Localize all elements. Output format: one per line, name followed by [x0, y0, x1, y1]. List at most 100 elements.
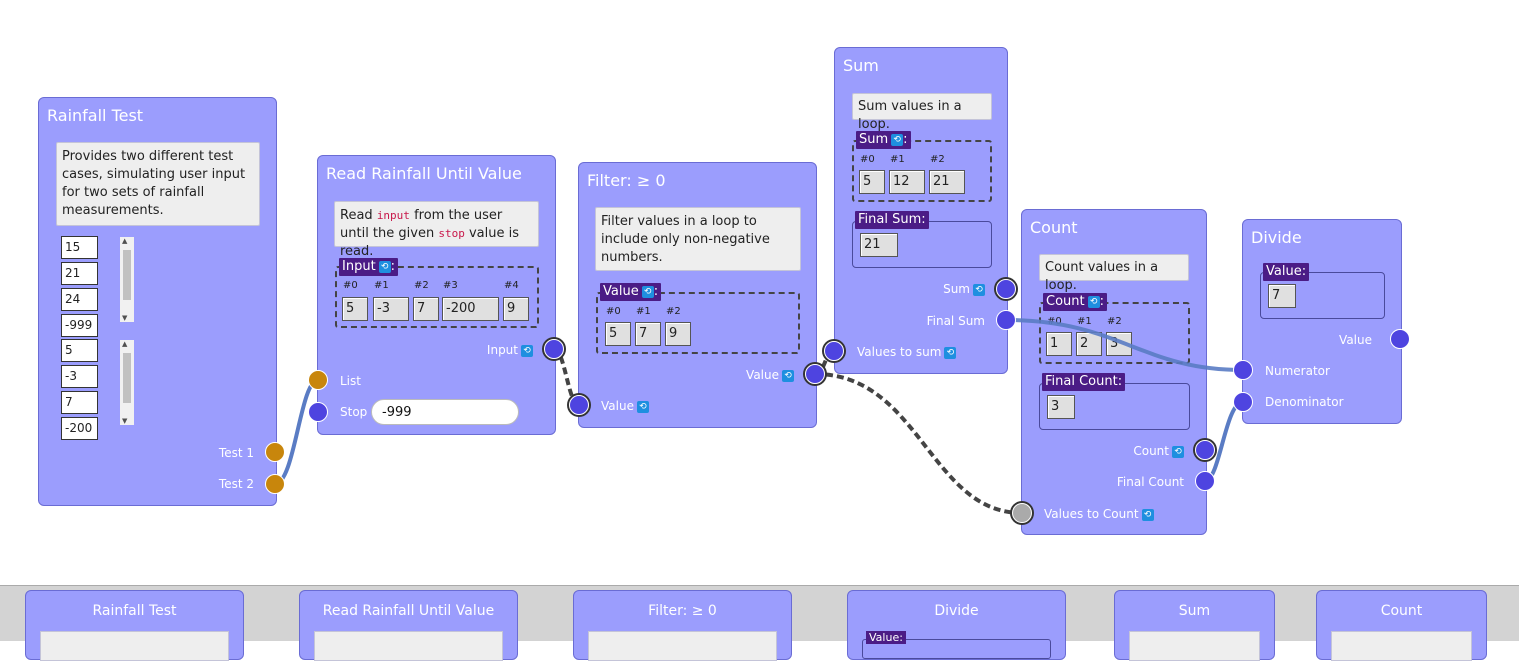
stop-value-input[interactable]	[371, 399, 519, 425]
node-read-rainfall[interactable]: Read Rainfall Until Value Read input fro…	[317, 155, 556, 435]
port-values-to-count-in[interactable]	[1012, 503, 1032, 523]
scroll-up-icon[interactable]: ▲	[122, 237, 128, 245]
port-count-out[interactable]	[1195, 440, 1215, 460]
port-label-text: Sum	[943, 282, 970, 296]
port-divide-value-out[interactable]	[1390, 329, 1410, 349]
final-count-label: Final Count:	[1042, 373, 1126, 391]
palette-rainfall-test[interactable]: Rainfall Test	[25, 590, 244, 661]
list-item[interactable]: 5	[61, 339, 98, 362]
workflow-canvas[interactable]: Rainfall Test Provides two different tes…	[0, 0, 1519, 585]
test1-list[interactable]: 15 21 24 -999	[61, 236, 137, 337]
palette-sum[interactable]: Sum	[1114, 590, 1275, 661]
port-test1[interactable]	[265, 442, 285, 462]
port-label-test2: Test 2	[218, 477, 254, 491]
loop-icon: ⟲	[1172, 446, 1184, 458]
scroll-down-icon[interactable]: ▼	[122, 314, 128, 322]
port-sum-out[interactable]	[996, 279, 1016, 299]
port-label-text: Values to Count	[1044, 507, 1139, 521]
port-test2[interactable]	[265, 474, 285, 494]
port-label-text: Values to sum	[857, 345, 942, 359]
port-stop-in[interactable]	[308, 402, 328, 422]
test2-scrollbar[interactable]: ▲ ▼	[120, 340, 134, 425]
value-cell: 5	[342, 297, 368, 321]
sum-loop-box	[852, 140, 992, 202]
node-divide[interactable]: Divide Value: 7 Value Numerator Denomina…	[1242, 219, 1402, 424]
input-var-label: Input⟲:	[339, 258, 399, 276]
port-filter-value-in[interactable]	[569, 395, 589, 415]
palette-desc	[40, 631, 229, 661]
list-item[interactable]: 7	[61, 391, 98, 414]
port-label-stop: Stop	[340, 405, 368, 419]
var-label-text: Count	[1046, 294, 1085, 309]
port-numerator-in[interactable]	[1233, 360, 1253, 380]
palette-desc	[1129, 631, 1260, 661]
list-item[interactable]: 15	[61, 236, 98, 259]
node-sum[interactable]: Sum Sum values in a loop. Sum⟲: #0 #1 #2…	[834, 47, 1008, 374]
palette-count[interactable]: Count	[1316, 590, 1487, 661]
port-label-input: Input⟲	[487, 343, 533, 357]
value-cell: 2	[1076, 332, 1102, 356]
palette-varbox	[862, 639, 1051, 659]
index-label: #2	[1107, 316, 1122, 327]
node-description: Sum values in a loop.	[852, 93, 992, 132]
node-rainfall-test[interactable]: Rainfall Test Provides two different tes…	[38, 97, 277, 506]
test2-list[interactable]: 5 -3 7 -200	[61, 339, 137, 440]
loop-icon: ⟲	[944, 347, 957, 359]
port-filter-value-out[interactable]	[805, 364, 825, 384]
node-title: Rainfall Test	[47, 106, 144, 125]
list-item[interactable]: 21	[61, 262, 98, 285]
value-var-label: Value⟲:	[600, 283, 662, 301]
palette-divide[interactable]: Divide Value:	[847, 590, 1066, 660]
index-label: #0	[343, 280, 358, 291]
palette-desc	[588, 631, 777, 661]
palette-var-label: Value:	[866, 631, 906, 644]
divide-value: 7	[1268, 284, 1296, 308]
port-list-in[interactable]	[308, 370, 328, 390]
list-item[interactable]: 24	[61, 288, 98, 311]
list-item[interactable]: -999	[61, 314, 98, 337]
port-label-value-in: Value⟲	[601, 399, 649, 413]
value-cell: 3	[1106, 332, 1132, 356]
palette-read-rainfall[interactable]: Read Rainfall Until Value	[299, 590, 518, 661]
port-label-count: Count⟲	[1133, 444, 1184, 458]
divide-value-box	[1260, 272, 1385, 319]
loop-icon: ⟲	[378, 261, 391, 273]
port-label-test1: Test 1	[218, 446, 254, 460]
port-values-to-sum-in[interactable]	[824, 341, 844, 361]
port-label-text: Count	[1133, 444, 1169, 458]
loop-icon: ⟲	[1087, 296, 1100, 308]
port-label-text: Value	[601, 399, 634, 413]
port-label-text: Input	[486, 343, 518, 357]
scroll-down-icon[interactable]: ▼	[122, 417, 128, 425]
palette-filter[interactable]: Filter: ≥ 0	[573, 590, 792, 661]
value-cell: 5	[859, 170, 885, 194]
port-label-text: Value	[746, 368, 779, 382]
port-final-sum-out[interactable]	[996, 310, 1016, 330]
scroll-thumb[interactable]	[123, 353, 131, 403]
port-label-final-count: Final Count	[1116, 475, 1184, 489]
loop-icon: ⟲	[636, 401, 649, 413]
port-label-denominator: Denominator	[1265, 395, 1344, 409]
scroll-thumb[interactable]	[123, 250, 131, 300]
node-title: Sum	[843, 56, 879, 75]
list-item[interactable]: -200	[61, 417, 98, 440]
test1-scrollbar[interactable]: ▲ ▼	[120, 237, 134, 322]
port-denominator-in[interactable]	[1233, 392, 1253, 412]
node-title: Read Rainfall Until Value	[326, 164, 522, 183]
divide-var-label: Value:	[1263, 263, 1310, 281]
port-input-out[interactable]	[544, 339, 564, 359]
node-title: Count	[1030, 218, 1078, 237]
scroll-up-icon[interactable]: ▲	[122, 340, 128, 348]
node-filter[interactable]: Filter: ≥ 0 Filter values in a loop to i…	[578, 162, 817, 428]
list-item[interactable]: -3	[61, 365, 98, 388]
loop-icon: ⟲	[521, 345, 533, 357]
value-loop-box	[596, 292, 800, 354]
palette-desc	[314, 631, 503, 661]
node-count[interactable]: Count Count values in a loop. Count⟲: #0…	[1021, 209, 1207, 535]
palette-title: Filter: ≥ 0	[648, 603, 717, 619]
desc-code: stop	[438, 227, 465, 240]
palette-title: Count	[1380, 603, 1423, 619]
index-label: #4	[504, 280, 519, 291]
port-final-count-out[interactable]	[1195, 471, 1215, 491]
loop-icon: ⟲	[1141, 509, 1154, 521]
